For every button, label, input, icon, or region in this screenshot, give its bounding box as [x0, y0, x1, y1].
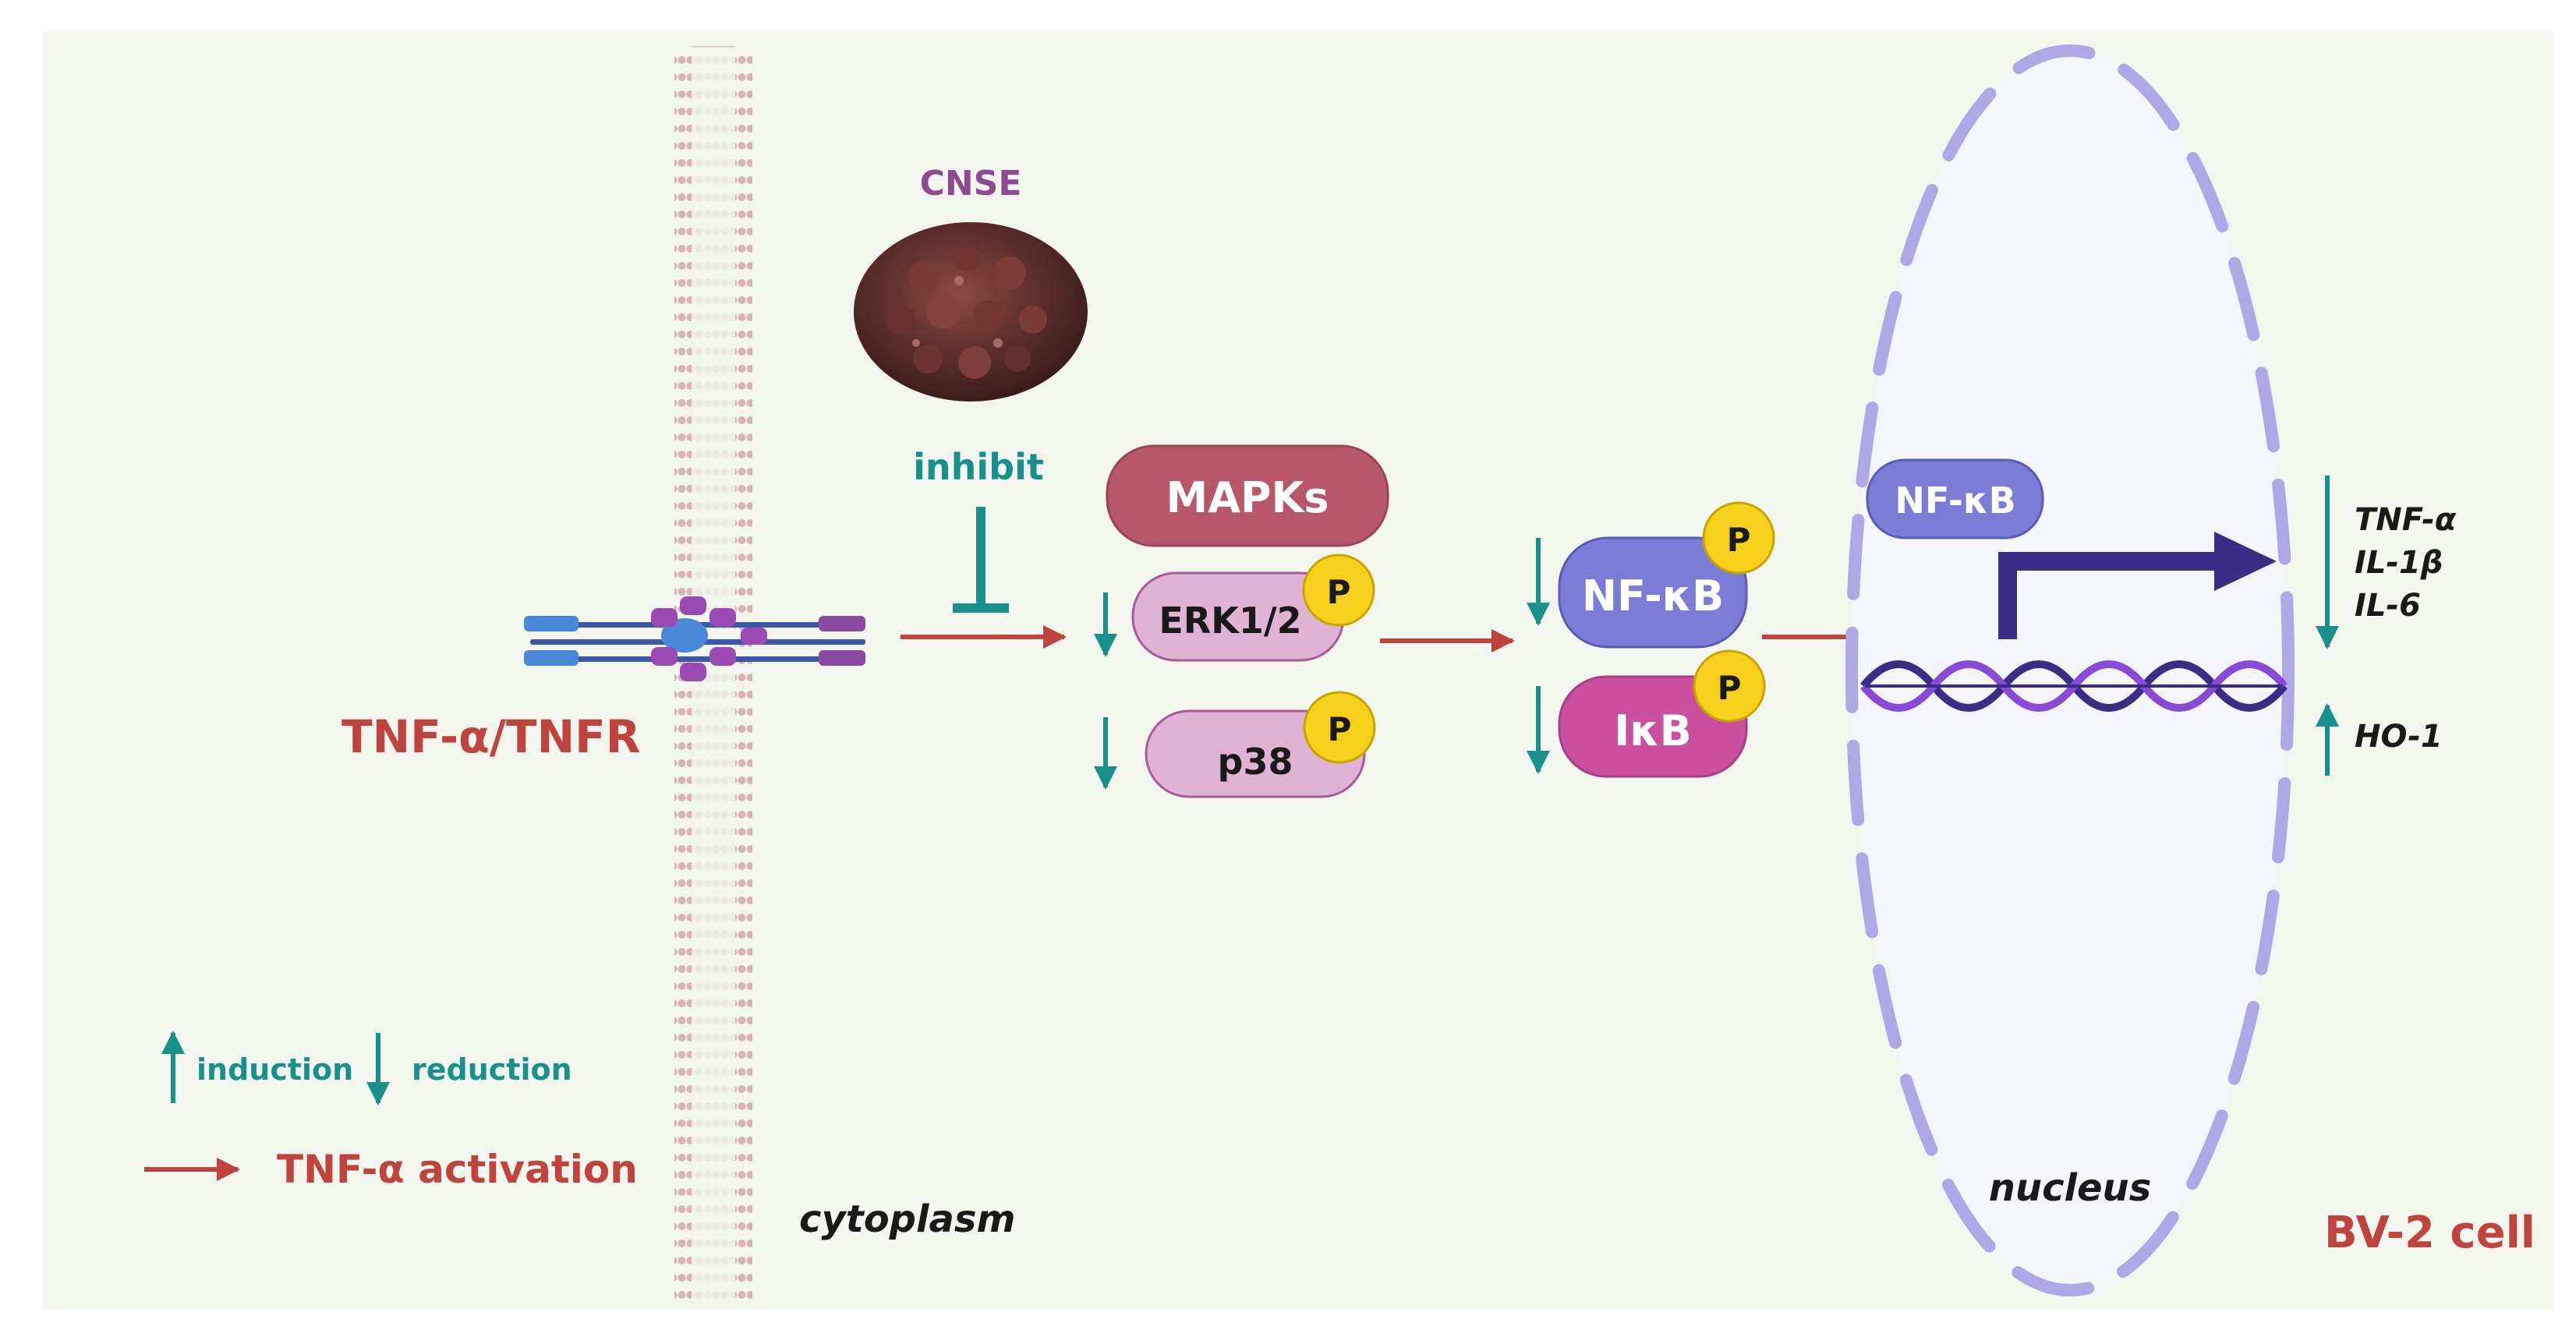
cnse-berries-image — [854, 222, 1088, 401]
ikb-phospho-badge — [1693, 649, 1766, 723]
nfkb-cyto-box — [1558, 536, 1748, 649]
gene-label-il1b: IL-1β — [2355, 545, 2443, 581]
transcription-arrowhead — [2214, 532, 2277, 591]
legend: induction reduction TNF-α activation — [144, 1031, 638, 1192]
erk-phospho-badge — [1302, 554, 1375, 627]
receptor-label: TNF-α/TNFR — [341, 710, 640, 763]
erk-phospho-label: P — [1327, 573, 1351, 611]
gene-label-ho1: HO-1 — [2355, 719, 2443, 755]
dna-helix — [1860, 660, 2288, 712]
legend-activation-label: TNF-α activation — [277, 1147, 638, 1192]
mapks-box — [1106, 444, 1389, 547]
p38-label: p38 — [1218, 741, 1293, 783]
ikb-label: IκB — [1614, 706, 1692, 755]
inhibit-symbol — [953, 507, 1009, 613]
cytoplasm-label: cytoplasm — [799, 1197, 1015, 1241]
nucleus-body — [1852, 51, 2288, 1290]
nucleus-envelope — [1845, 44, 2295, 1296]
cnse-label: CNSE — [920, 164, 1022, 203]
ikb-phospho-label: P — [1718, 669, 1742, 707]
gene-label-tnf: TNF-α — [2355, 502, 2457, 538]
nfkb-nucleus-label: NF-κB — [1895, 479, 2015, 522]
erk-label: ERK1/2 — [1159, 599, 1301, 642]
transcription-arrow — [1998, 552, 2222, 639]
mapks-label: MAPKs — [1166, 473, 1329, 522]
gene-label-il6: IL-6 — [2355, 588, 2421, 624]
nucleus-label: nucleus — [1989, 1166, 2152, 1210]
inhibit-label: inhibit — [913, 446, 1044, 488]
nfkb-nucleus-box — [1866, 458, 2044, 539]
p38-phospho-badge — [1303, 691, 1376, 764]
nfkb-cyto-label: NF-κB — [1582, 571, 1724, 621]
nfkb-phospho-badge — [1702, 501, 1775, 575]
cell-label: BV-2 cell — [2324, 1208, 2535, 1258]
legend-induction-label: induction — [196, 1052, 353, 1087]
nfkb-phospho-label: P — [1727, 521, 1751, 559]
legend-reduction-label: reduction — [412, 1052, 572, 1087]
tnf-receptor — [524, 596, 865, 681]
p38-phospho-label: P — [1328, 710, 1352, 748]
